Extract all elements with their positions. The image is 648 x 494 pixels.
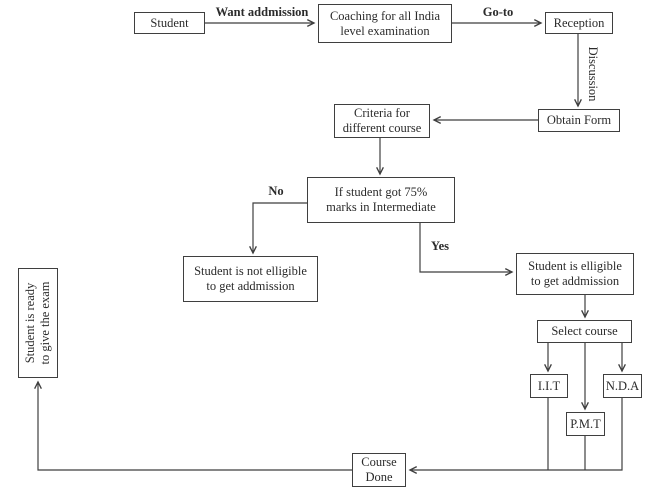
connector-decision-no-branch [253, 202, 307, 253]
node-obtain-form: Obtain Form [538, 109, 620, 132]
connector-coursedone-ready [38, 382, 352, 471]
node-course-done: Course Done [352, 453, 406, 487]
node-coaching-center: Coaching for all India level examination [318, 4, 452, 43]
node-reception: Reception [545, 12, 613, 34]
node-ready-label: Student is ready to give the exam [23, 281, 52, 365]
node-ready-for-exam: Student is ready to give the exam [18, 268, 58, 378]
edge-label-want-admission: Want addmission [215, 5, 309, 19]
node-select-course: Select course [537, 320, 632, 343]
node-iit: I.I.T [530, 374, 568, 398]
node-student: Student [134, 12, 205, 34]
node-pmt: P.M.T [566, 412, 605, 436]
node-decision-75-percent: If student got 75% marks in Intermediate [307, 177, 455, 223]
edge-label-discussion: Discussion [586, 46, 600, 102]
edge-label-go-to: Go-to [482, 5, 514, 19]
edge-label-yes: Yes [430, 239, 450, 253]
node-nda: N.D.A [603, 374, 642, 398]
node-eligible: Student is elligible to get addmission [516, 253, 634, 295]
node-not-eligible: Student is not elligible to get addmissi… [183, 256, 318, 302]
connector-decision-yes-branch [419, 223, 512, 272]
connector-nda-coursedone [410, 398, 623, 470]
node-criteria: Criteria for different course [334, 104, 430, 138]
edge-label-no: No [268, 184, 284, 198]
